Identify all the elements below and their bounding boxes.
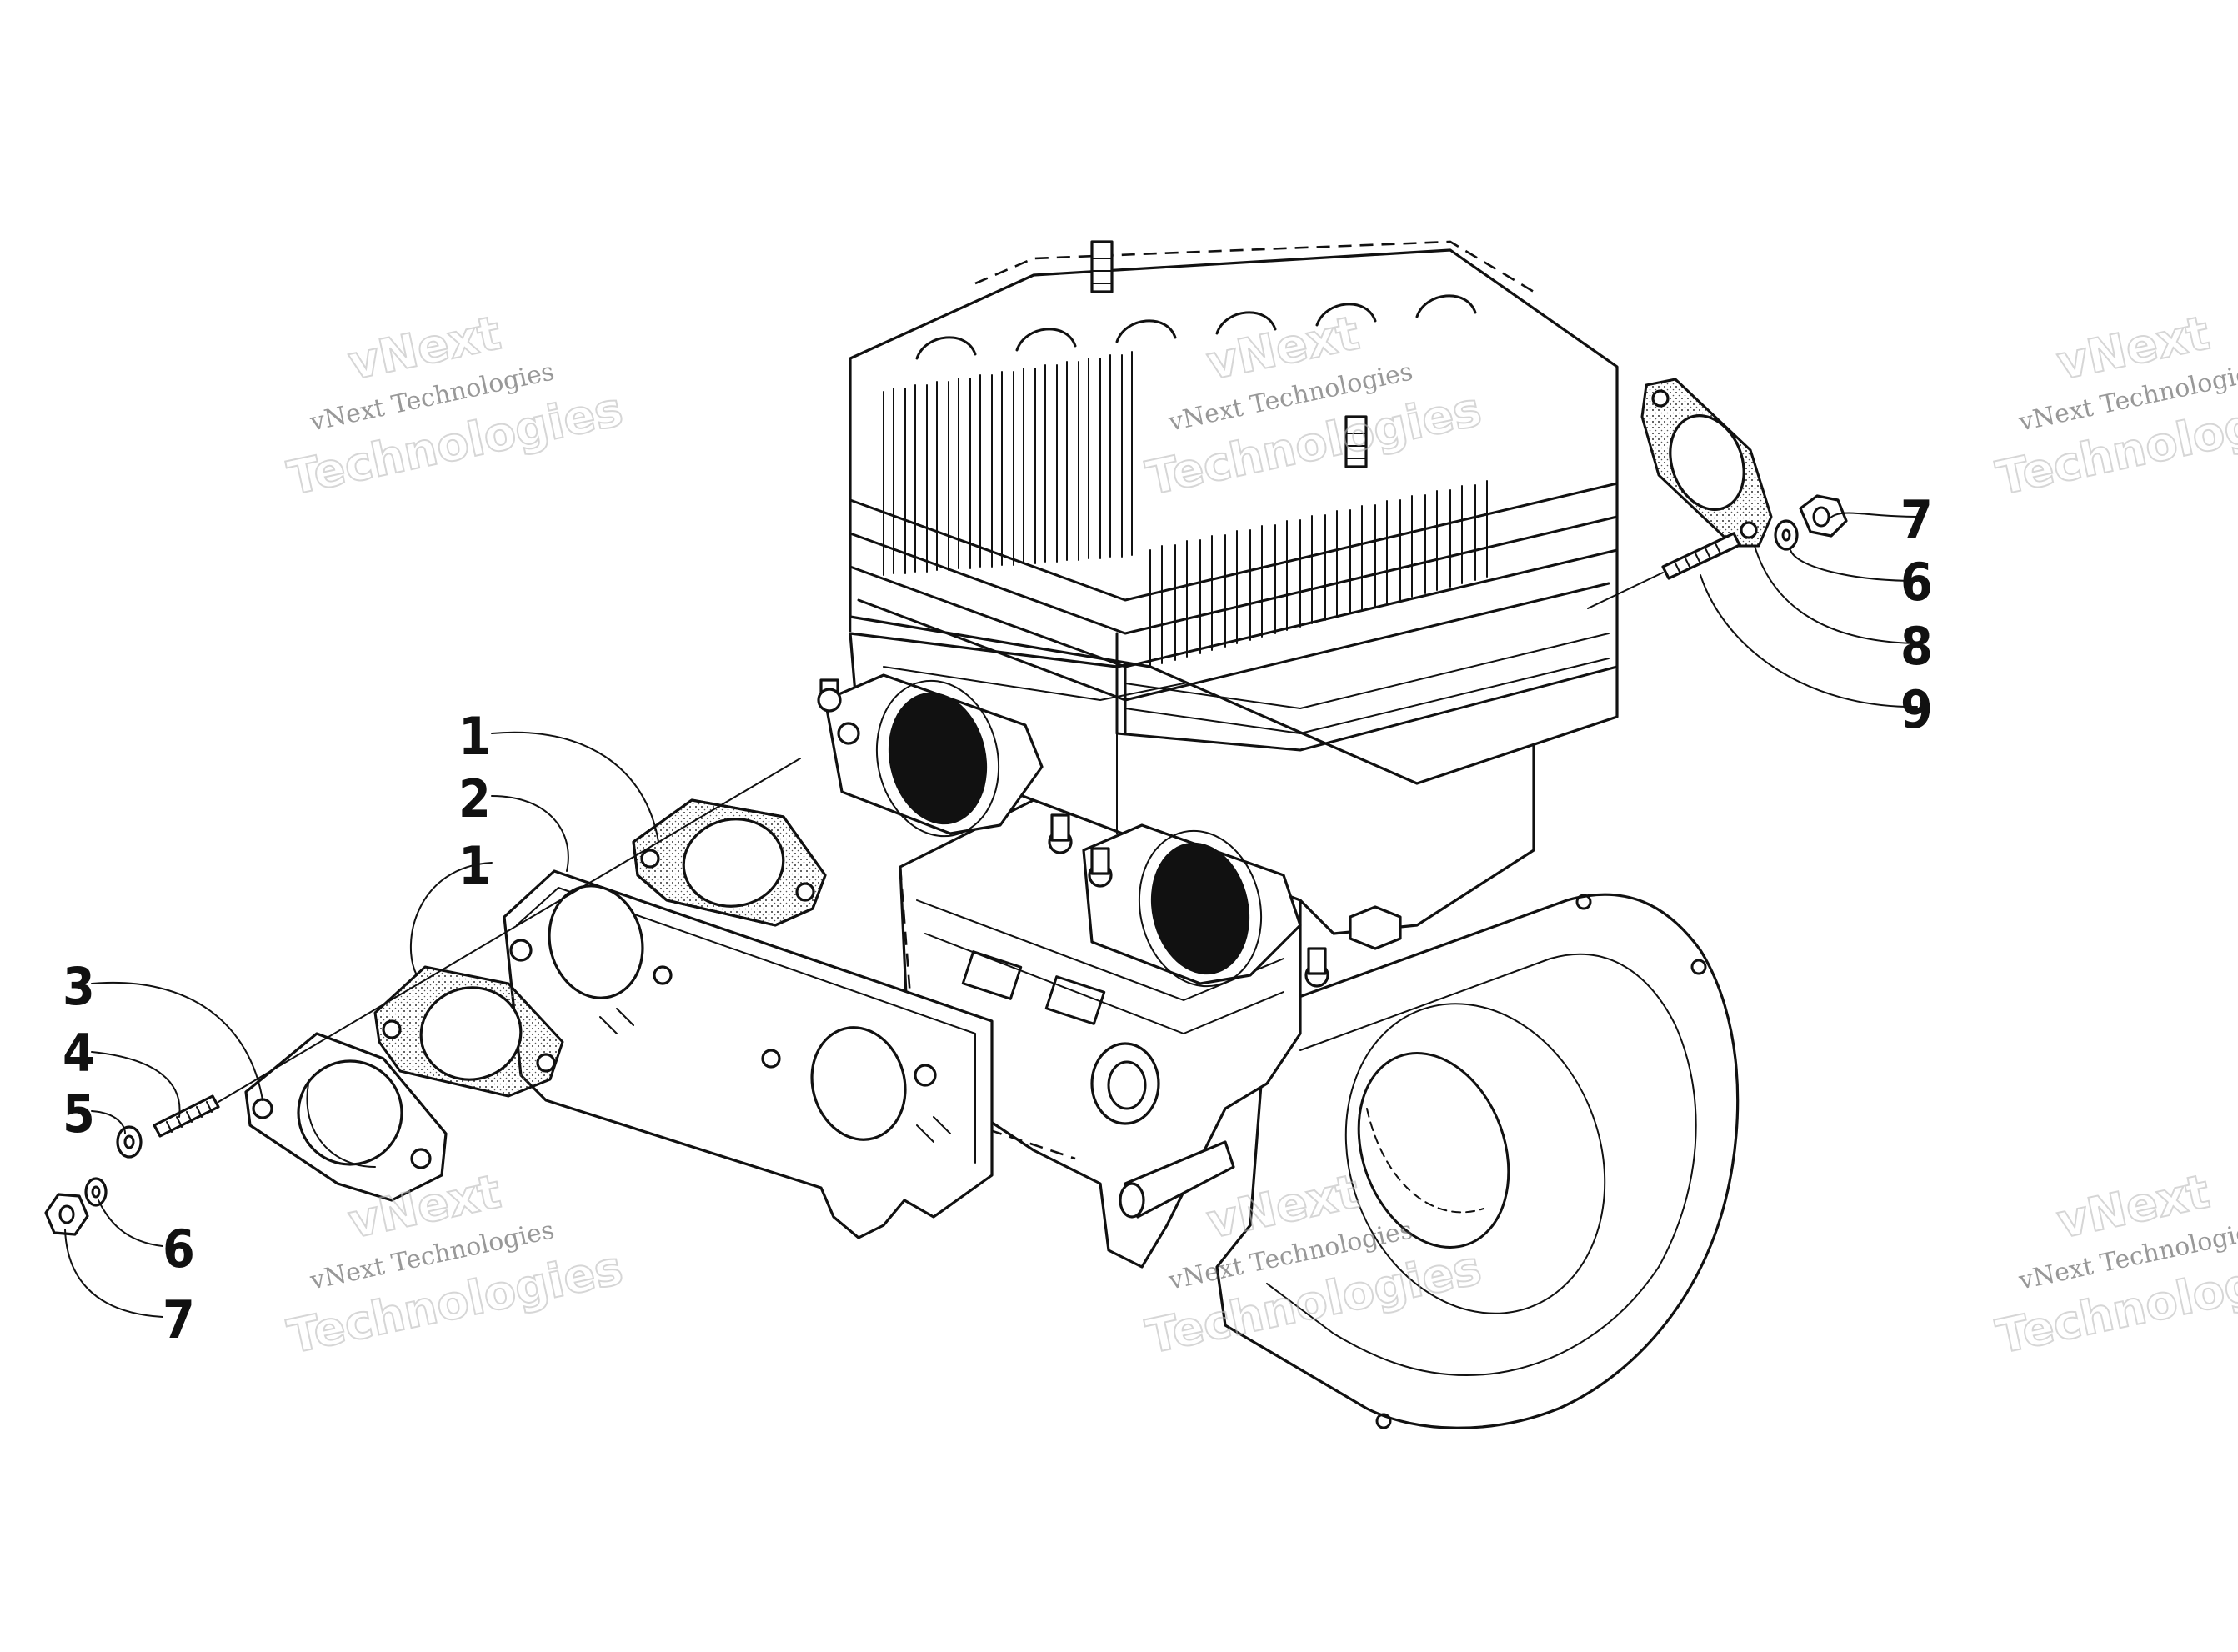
cooling-fin — [1274, 520, 1288, 634]
watermark-bottom-left: vNext vNext Technologies Technologies — [283, 1164, 628, 1365]
callout-7-left: 7 — [163, 1289, 195, 1350]
gasket-right — [1640, 378, 1773, 548]
callout-9: 9 — [1900, 679, 1933, 740]
cooling-fin — [1174, 540, 1188, 661]
fin-top — [915, 336, 977, 360]
callout-3: 3 — [63, 956, 95, 1017]
cooling-fin — [1474, 480, 1488, 581]
cooling-fin — [1034, 364, 1046, 564]
cooling-fin — [1099, 354, 1111, 559]
leader-lines — [64, 512, 1918, 1318]
flat-washer-left — [116, 1125, 143, 1159]
fin-top — [1315, 303, 1377, 327]
exhaust-gasket-upper — [632, 798, 827, 927]
cooling-fin — [1424, 490, 1438, 594]
cooling-fin — [1224, 530, 1238, 648]
cooling-fin — [904, 384, 916, 574]
exhaust-port-upper — [817, 673, 1044, 838]
callout-4: 4 — [63, 1023, 95, 1084]
fin-top — [1115, 319, 1177, 343]
fin-top — [1215, 311, 1277, 335]
cooling-fin — [1199, 535, 1213, 654]
callout-8: 8 — [1900, 616, 1933, 677]
callout-6-left: 6 — [163, 1219, 195, 1279]
flywheel-housing — [1215, 893, 1740, 1429]
cooling-fin — [1399, 495, 1413, 601]
cooling-fin — [991, 371, 1003, 568]
cooling-fin — [1374, 500, 1388, 608]
callout-6-right: 6 — [1900, 552, 1933, 613]
exhaust-flange — [244, 1032, 448, 1202]
cooling-fin — [926, 381, 938, 573]
stud-right — [1661, 532, 1741, 580]
callout-7-right: 7 — [1900, 489, 1933, 550]
fin-top — [1015, 328, 1077, 352]
nut-right — [1799, 494, 1848, 538]
cooling-fin — [1249, 525, 1263, 641]
lock-washer-right — [1774, 519, 1799, 551]
assembly-line-right — [1587, 572, 1664, 609]
callout-5: 5 — [63, 1084, 95, 1144]
cooling-fin — [1449, 485, 1463, 588]
cooling-fin — [969, 374, 981, 569]
callout-1-lower: 1 — [458, 835, 491, 896]
fin-top — [1415, 294, 1477, 318]
cylinder-head — [849, 240, 1619, 785]
lock-washer-left — [84, 1177, 108, 1207]
callout-2: 2 — [458, 768, 491, 829]
exhaust-gasket-lower — [373, 965, 564, 1098]
cooling-fin — [1013, 368, 1024, 566]
engine-assembly — [817, 240, 1740, 1429]
watermark-top-left: vNext vNext Technologies Technologies — [283, 305, 628, 507]
nut-left — [44, 1193, 89, 1236]
stud-left — [153, 1094, 220, 1138]
cooling-fin — [948, 378, 959, 571]
callout-1-upper: 1 — [458, 706, 491, 767]
cooling-fin — [1324, 510, 1338, 621]
watermark-top-right: vNext vNext Technologies Technologies — [1991, 305, 2238, 507]
exhaust-port-lower — [1048, 813, 1402, 988]
callout-labels: 1 2 1 3 4 5 6 7 7 6 8 9 — [63, 489, 1933, 1350]
cooling-fin — [1299, 515, 1313, 628]
exhaust-manifold-plate — [503, 869, 994, 1239]
cooling-fin — [1149, 545, 1163, 668]
cooling-fin — [1349, 505, 1363, 614]
assembly-line-left — [218, 758, 801, 1103]
cooling-fin — [1056, 361, 1068, 563]
cooling-fin — [1078, 358, 1089, 561]
cooling-fin — [1121, 351, 1133, 558]
watermark-bottom-right: vNext vNext Technologies Technologies — [1991, 1164, 2238, 1365]
